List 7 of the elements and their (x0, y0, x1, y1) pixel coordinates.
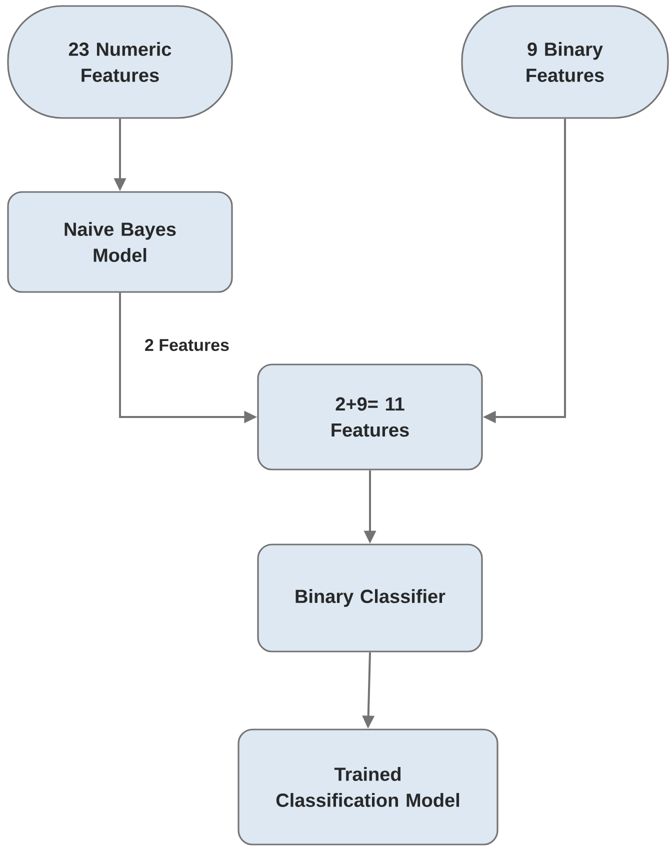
process-box: Naive Bayes Model (7, 191, 233, 293)
terminal-box: 23 Numeric Features (7, 5, 233, 119)
process-box: Trained Classification Model (238, 728, 498, 846)
edge-label: 2 Features (143, 338, 231, 352)
process-box: 2+9= 11 Features (257, 364, 483, 470)
process-box: Binary Classifier (257, 544, 483, 652)
terminal-box: 9 Binary Features (461, 5, 669, 119)
